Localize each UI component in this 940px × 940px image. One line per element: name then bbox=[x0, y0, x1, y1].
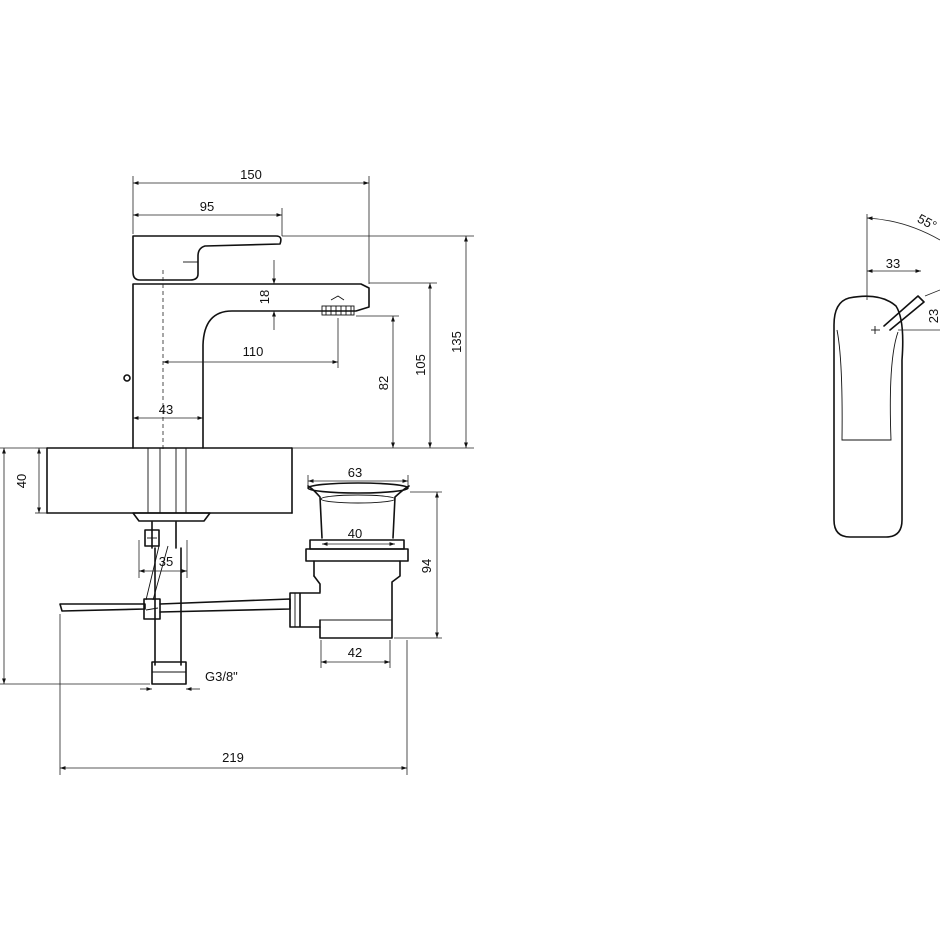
dim-150: 150 bbox=[240, 167, 262, 182]
dim-63: 63 bbox=[348, 465, 362, 480]
dim-94: 94 bbox=[419, 559, 434, 573]
under-counter-fittings bbox=[59, 521, 291, 685]
dimension-labels: 150 95 18 110 82 105 135 43 40 63 40 94 … bbox=[14, 167, 464, 765]
countertop-slab bbox=[46, 447, 293, 522]
faucet-front-body bbox=[833, 295, 904, 538]
lever-handle bbox=[132, 235, 282, 281]
dim-135: 135 bbox=[449, 331, 464, 353]
faucet-front-view: 55° 33 23 bbox=[833, 211, 940, 538]
front-lever bbox=[883, 295, 925, 331]
dim-40-slab: 40 bbox=[14, 474, 29, 488]
dim-33: 33 bbox=[886, 256, 900, 271]
dim-82: 82 bbox=[376, 376, 391, 390]
faucet-body bbox=[132, 283, 370, 449]
dim-40-waste: 40 bbox=[348, 526, 362, 541]
aerator bbox=[321, 295, 355, 316]
thread-g38: G3/8" bbox=[205, 669, 238, 684]
dim-110: 110 bbox=[243, 344, 264, 359]
dim-105: 105 bbox=[413, 354, 428, 376]
dim-23: 23 bbox=[926, 309, 940, 323]
dim-35: 35 bbox=[159, 554, 173, 569]
dim-18: 18 bbox=[257, 290, 272, 304]
dim-95: 95 bbox=[200, 199, 214, 214]
dim-43: 43 bbox=[159, 402, 173, 417]
popup-knob bbox=[123, 374, 131, 382]
dim-219: 219 bbox=[222, 750, 244, 765]
waste-drain bbox=[289, 482, 410, 639]
dim-42: 42 bbox=[348, 645, 362, 660]
dimension-lines bbox=[0, 176, 474, 775]
